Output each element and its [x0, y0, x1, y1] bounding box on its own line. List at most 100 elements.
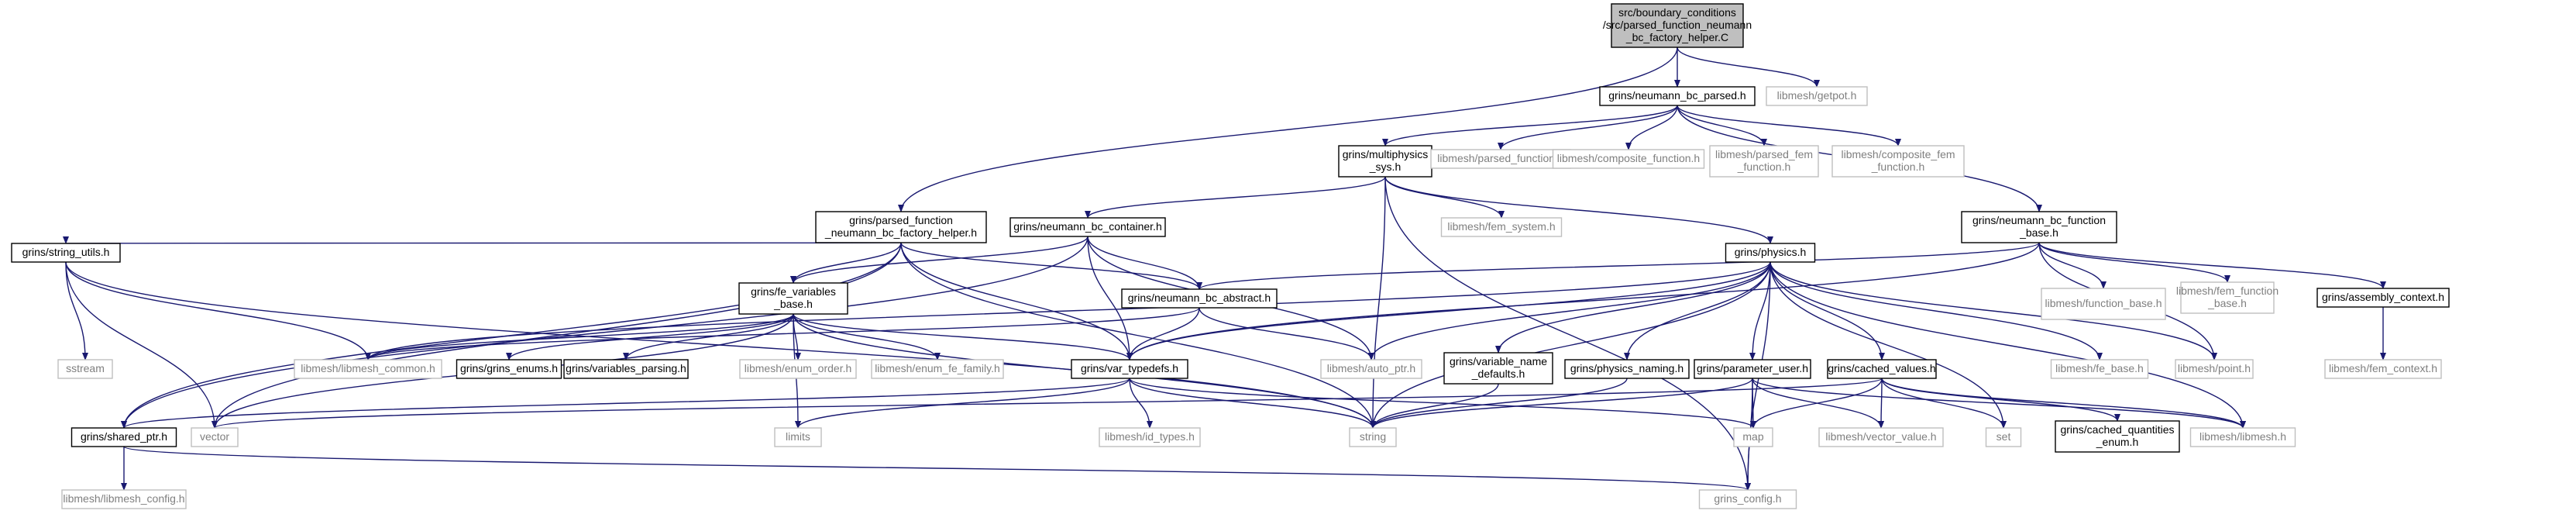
node-pf_helper[interactable]: grins/parsed_function_neumann_bc_factory…: [815, 211, 987, 243]
node-label: grins_config.h: [1714, 492, 1781, 505]
edge-nbc_function_base-to-fem_function_base: [2038, 242, 2230, 283]
edge-multiphysics-to-physics: [1384, 176, 1773, 244]
node-physics_naming[interactable]: grins/physics_naming.h: [1564, 359, 1690, 379]
node-box: [294, 359, 442, 379]
node-label: libmesh/fe_base.h: [2055, 362, 2144, 374]
node-point: libmesh/point.h: [2175, 359, 2254, 379]
edge-physics_naming-to-string: [1370, 378, 1628, 429]
edge-cached_values-to-libmesh_h: [1881, 378, 2246, 429]
edge-pf_helper-to-nbc_abstract: [900, 242, 1202, 290]
node-fem_system: libmesh/fem_system.h: [1440, 217, 1563, 237]
node-nbc_container[interactable]: grins/neumann_bc_container.h: [1009, 217, 1166, 237]
node-physics[interactable]: grins/physics.h: [1725, 243, 1816, 263]
node-libmesh_h: libmesh/libmesh.h: [2189, 427, 2296, 447]
node-id_types: libmesh/id_types.h: [1099, 427, 1201, 447]
node-string_utils[interactable]: grins/string_utils.h: [11, 243, 121, 263]
node-cached_values[interactable]: grins/cached_values.h: [1827, 359, 1937, 379]
node-string: string: [1349, 427, 1397, 447]
node-nbc_abstract[interactable]: grins/neumann_bc_abstract.h: [1121, 288, 1278, 309]
node-map: map: [1733, 427, 1773, 447]
node-composite_function: libmesh/composite_function.h: [1552, 149, 1705, 169]
node-fe_base: libmesh/fe_base.h: [2050, 359, 2149, 379]
node-label: grins/variable_name: [1450, 355, 1547, 367]
node-box: [1320, 359, 1422, 379]
node-label: grins/parsed_function: [849, 214, 953, 226]
edge-shared_ptr-to-grins_config: [123, 446, 1751, 491]
node-label: set: [1996, 430, 2011, 443]
node-label: libmesh/fem_context.h: [2329, 362, 2437, 374]
node-label: grins/multiphysics: [1343, 148, 1428, 160]
node-getpot: libmesh/getpot.h: [1766, 86, 1868, 106]
node-box: [1985, 427, 2022, 447]
node-box: [1733, 427, 1773, 447]
node-composite_fem_function: libmesh/composite_fem_function.h: [1831, 145, 1965, 178]
node-root[interactable]: src/boundary_conditions/src/parsed_funct…: [1603, 3, 1752, 48]
node-nbc_function_base[interactable]: grins/neumann_bc_function_base.h: [1961, 211, 2117, 243]
edge-variable_name_defaults-to-string: [1370, 383, 1499, 429]
node-label: grins/shared_ptr.h: [81, 430, 167, 443]
node-box: [815, 211, 987, 243]
node-vector: vector: [191, 427, 239, 447]
node-cached_quantities_enum[interactable]: grins/cached_quantities_enum.h: [2055, 420, 2180, 453]
node-box: [57, 359, 113, 379]
node-variable_name_defaults[interactable]: grins/variable_name_defaults.h: [1443, 352, 1553, 385]
node-label: sstream: [66, 362, 105, 374]
node-box: [1766, 86, 1868, 106]
node-box: [1121, 288, 1278, 309]
node-enum_order: libmesh/enum_order.h: [739, 359, 857, 379]
edge-physics-to-libmesh_common: [365, 261, 1771, 360]
edge-cached_values-to-vector: [212, 378, 1883, 429]
node-box: [563, 359, 689, 379]
edge-fe_variables_base-to-var_typedefs: [793, 313, 1133, 360]
node-label: grins/cached_quantities: [2060, 423, 2174, 436]
node-box: [871, 359, 1004, 379]
node-sstream: sstream: [57, 359, 113, 379]
node-var_typedefs[interactable]: grins/var_typedefs.h: [1071, 359, 1188, 379]
node-box: [1611, 3, 1744, 48]
node-neumann_bc_parsed[interactable]: grins/neumann_bc_parsed.h: [1599, 86, 1756, 106]
node-label: grins/neumann_bc_abstract.h: [1128, 291, 1271, 304]
edge-cached_values-to-vector_value: [1878, 378, 1885, 429]
node-label: grins/physics.h: [1735, 246, 1807, 258]
node-label: vector: [200, 430, 229, 443]
node-box: [2189, 427, 2296, 447]
edge-nbc_container-to-var_typedefs: [1087, 236, 1133, 360]
edge-cached_values-to-set: [1881, 378, 2007, 429]
node-box: [2324, 359, 2442, 379]
node-grins_enums[interactable]: grins/grins_enums.h: [456, 359, 562, 379]
node-assembly_context[interactable]: grins/assembly_context.h: [2316, 288, 2450, 308]
node-label: /src/parsed_function_neumann: [1603, 19, 1752, 31]
node-label: string: [1360, 430, 1386, 443]
node-label: _function.h: [1871, 160, 1925, 173]
node-label: libmesh/getpot.h: [1777, 89, 1857, 102]
edge-nbc_container-to-fe_variables_base: [790, 236, 1089, 284]
node-multiphysics[interactable]: grins/multiphysics_sys.h: [1338, 145, 1432, 178]
node-box: [1009, 217, 1166, 237]
node-shared_ptr[interactable]: grins/shared_ptr.h: [71, 427, 177, 447]
node-box: [2050, 359, 2149, 379]
edge-physics-to-parameter_user: [1749, 261, 1771, 360]
node-parameter_user[interactable]: grins/parameter_user.h: [1694, 359, 1811, 379]
node-label: _neumann_bc_factory_helper.h: [824, 226, 977, 239]
node-variables_parsing[interactable]: grins/variables_parsing.h: [563, 359, 689, 379]
edge-pf_helper-to-fe_variables_base: [790, 242, 902, 284]
node-box: [1725, 243, 1816, 263]
node-function_base: libmesh/function_base.h: [2041, 288, 2166, 320]
edge-multiphysics-to-grins_config: [1384, 176, 1751, 491]
node-box: [1349, 427, 1397, 447]
edge-physics-to-cached_values: [1769, 261, 1885, 360]
node-box: [191, 427, 239, 447]
node-box: [1338, 145, 1432, 178]
node-label: src/boundary_conditions: [1618, 6, 1736, 19]
node-fe_variables_base[interactable]: grins/fe_variables_base.h: [738, 282, 848, 315]
node-label: grins/neumann_bc_container.h: [1013, 220, 1161, 233]
node-label: libmesh/fem_function: [2176, 285, 2279, 297]
node-box: [2175, 359, 2254, 379]
edge-nbc_container-to-nbc_abstract: [1087, 236, 1202, 290]
edge-neumann_bc_parsed-to-composite_fem_function: [1677, 105, 1901, 147]
edge-nbc_function_base-to-assembly_context: [2038, 242, 2386, 289]
edge-neumann_bc_parsed-to-parsed_function: [1498, 105, 1678, 150]
node-label: libmesh/libmesh.h: [2199, 430, 2286, 443]
edge-physics-to-libmesh_h: [1769, 261, 2246, 429]
node-box: [2316, 288, 2450, 308]
